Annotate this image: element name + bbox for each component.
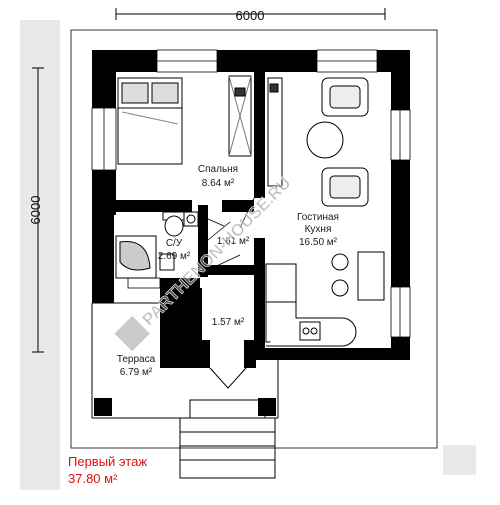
- room-label-bathroom: С/У 2.69 м²: [158, 238, 191, 262]
- room-label-living: Гостиная Кухня 16.50 м²: [297, 212, 339, 248]
- toilet: [162, 211, 186, 237]
- top-dimension: 6000: [115, 8, 386, 23]
- bed: [117, 77, 183, 165]
- left-dimension: 6000: [28, 67, 44, 353]
- floor-caption: Первый этаж 37.80 м²: [68, 454, 147, 486]
- left-dimension-label: 6000: [28, 196, 43, 225]
- kitchen-counter: [265, 263, 357, 347]
- top-dimension-label: 6000: [236, 8, 265, 23]
- floor-title: Первый этаж: [68, 454, 147, 469]
- room-area-terrace: 6.79 м²: [120, 367, 153, 378]
- plot-outline: [70, 29, 438, 449]
- right-gray-band: [443, 445, 476, 475]
- armchair-bottom: [321, 167, 369, 207]
- room-label-vestibule: 1.57 м²: [212, 317, 245, 328]
- coffee-table: [306, 121, 344, 159]
- room-label-hall: 1.61 м²: [217, 236, 250, 247]
- room-name-bedroom: Спальня: [198, 164, 238, 175]
- room-name-living-2: Кухня: [305, 224, 332, 235]
- room-area-bathroom: 2.69 м²: [158, 251, 191, 262]
- entrance-steps: [179, 399, 276, 479]
- room-label-terrace: Терраса 6.79 м²: [117, 354, 156, 378]
- entrance-door: [209, 367, 247, 389]
- floor-total-area: 37.80 м²: [68, 471, 118, 486]
- armchair-top: [321, 77, 369, 117]
- room-name-terrace: Терраса: [117, 354, 156, 365]
- left-gray-band: [20, 20, 60, 490]
- room-area-living: 16.50 м²: [299, 237, 338, 248]
- wardrobe: [228, 75, 252, 157]
- room-label-bedroom: Спальня 8.64 м²: [198, 164, 238, 189]
- room-area-hall: 1.61 м²: [217, 236, 250, 247]
- room-name-bathroom: С/У: [166, 238, 183, 249]
- room-area-bedroom: 8.64 м²: [202, 178, 235, 189]
- dining-set: [331, 251, 385, 301]
- room-area-vestibule: 1.57 м²: [212, 317, 245, 328]
- windows: [91, 49, 411, 338]
- sofa: [267, 77, 283, 187]
- bathtub: [115, 235, 157, 279]
- sink: [159, 211, 199, 271]
- room-name-living-1: Гостиная: [297, 212, 339, 223]
